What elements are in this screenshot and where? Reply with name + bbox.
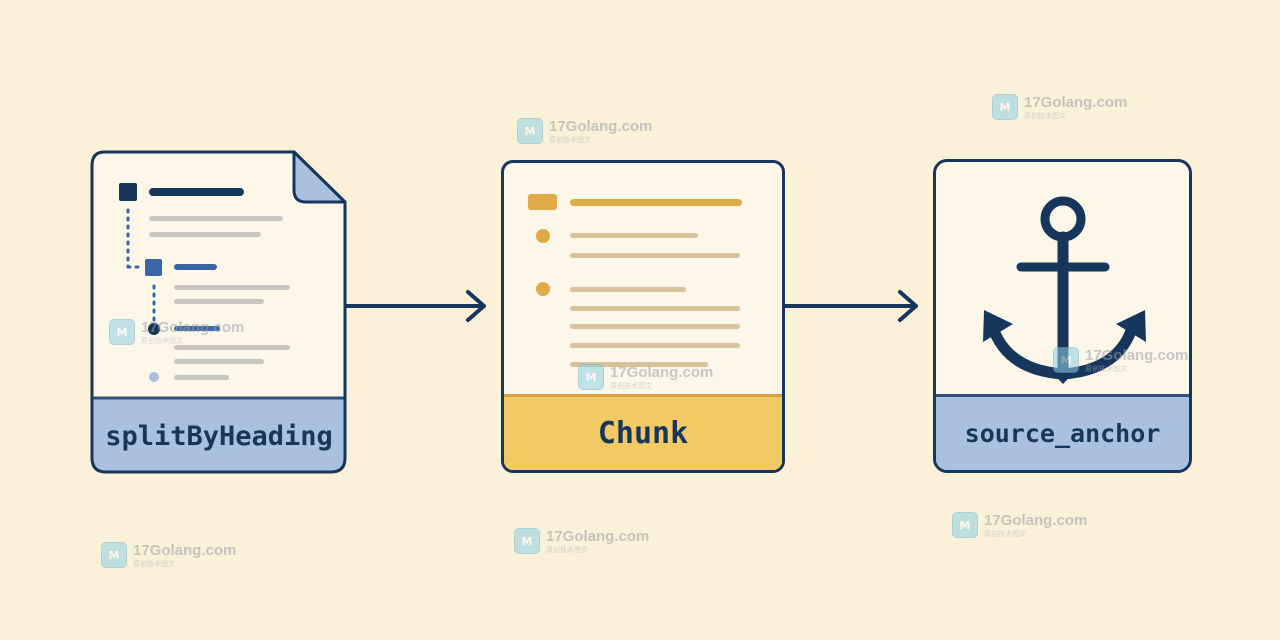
document-outline — [90, 150, 347, 474]
watermark-logo-icon: M — [952, 512, 978, 538]
watermark-logo-icon: M — [514, 528, 540, 554]
watermark-logo-icon: M — [992, 94, 1018, 120]
node-split-by-heading: splitByHeading — [90, 150, 348, 474]
watermark-logo-icon: M — [109, 319, 135, 345]
node-label-split-by-heading: splitByHeading — [105, 420, 333, 452]
arrowhead-split-to-chunk — [466, 290, 486, 322]
watermark-logo-icon: M — [1053, 347, 1079, 373]
node-label-source-anchor: source_anchor — [964, 419, 1161, 448]
node-chunk: Chunk — [501, 160, 785, 473]
watermark-logo-icon: M — [578, 364, 604, 390]
anchor-footer: source_anchor — [936, 394, 1189, 470]
folded-corner — [292, 150, 347, 204]
node-label-chunk: Chunk — [597, 416, 689, 451]
watermark-logo-icon: M — [517, 118, 543, 144]
node-source-anchor: source_anchor — [933, 159, 1192, 473]
watermark-logo-icon: M — [101, 542, 127, 568]
arrowhead-chunk-to-anchor — [898, 290, 918, 322]
chunk-footer: Chunk — [504, 394, 782, 470]
heading-tree-icon — [119, 183, 290, 382]
chunk-content-icon — [528, 194, 742, 367]
